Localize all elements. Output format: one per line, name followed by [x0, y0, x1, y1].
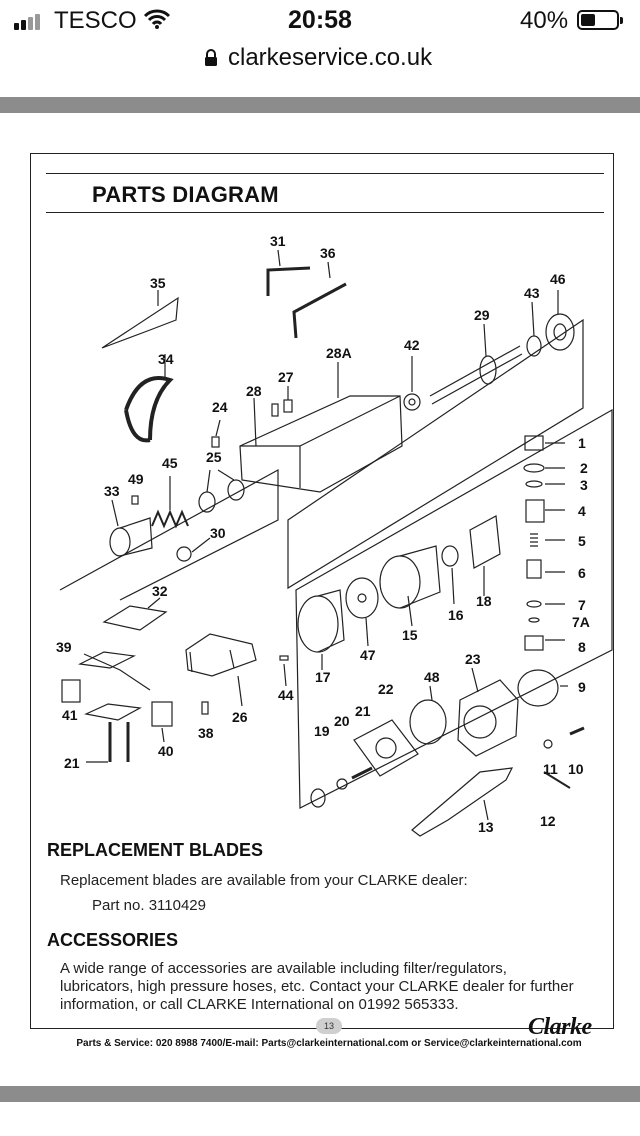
heading-rule-top — [46, 173, 604, 174]
part-label-34: 34 — [158, 351, 174, 367]
part-label-21: 21 — [355, 703, 371, 719]
part-label-16: 16 — [448, 607, 464, 623]
lock-icon — [205, 49, 217, 66]
url-text[interactable]: clarkeservice.co.uk — [228, 44, 433, 71]
part-label-26: 26 — [232, 709, 248, 725]
heading-rule-bottom — [46, 212, 604, 213]
part-label-6: 6 — [578, 565, 586, 581]
part-label-31: 31 — [270, 233, 286, 249]
part-label-29: 29 — [474, 307, 490, 323]
accessories-heading: ACCESSORIES — [47, 930, 179, 950]
part-label-10: 10 — [568, 761, 584, 777]
part-label-15: 15 — [402, 627, 418, 643]
part-label-24: 24 — [212, 399, 228, 415]
part-label-7A: 7A — [572, 614, 590, 630]
address-bar[interactable]: clarkeservice.co.uk — [0, 40, 640, 78]
page-heading: PARTS DIAGRAM — [92, 182, 279, 207]
status-bar: TESCO 20:58 40% — [0, 0, 640, 40]
part-label-38: 38 — [198, 725, 214, 741]
part-label-30: 30 — [210, 525, 226, 541]
carrier-name: TESCO — [54, 7, 137, 34]
wifi-icon — [143, 9, 171, 29]
part-label-22: 22 — [378, 681, 394, 697]
clock: 20:58 — [288, 6, 352, 34]
part-label-43: 43 — [524, 285, 540, 301]
part-label-28A: 28A — [326, 345, 352, 361]
part-label-9: 9 — [578, 679, 586, 695]
part-label-17: 17 — [315, 669, 331, 685]
part-label-41: 41 — [62, 707, 78, 723]
accessories-line-1: A wide range of accessories are availabl… — [60, 960, 507, 977]
part-label-23: 23 — [465, 651, 481, 667]
part-label-32: 32 — [152, 583, 168, 599]
part-label-42: 42 — [404, 337, 420, 353]
part-label-13: 13 — [478, 819, 494, 835]
part-label-27: 27 — [278, 369, 294, 385]
part-label-47: 47 — [360, 647, 376, 663]
part-label-46: 46 — [550, 271, 566, 287]
part-label-18: 18 — [476, 593, 492, 609]
part-label-45: 45 — [162, 455, 178, 471]
page-band-bottom — [0, 1086, 640, 1102]
part-label-7: 7 — [578, 597, 586, 613]
accessories-line-2: lubricators, high pressure hoses, etc. C… — [60, 978, 574, 995]
part-label-8: 8 — [578, 639, 586, 655]
part-label-28: 28 — [246, 383, 262, 399]
signal-icon — [14, 12, 42, 30]
parts-diagram: 12345677A8910111213161718192021212223242… — [56, 233, 613, 837]
part-label-35: 35 — [150, 275, 166, 291]
part-label-12: 12 — [540, 813, 556, 829]
part-label-21: 21 — [64, 755, 80, 771]
page-number-badge: 13 — [316, 1018, 342, 1034]
replacement-blades-text: Replacement blades are available from yo… — [60, 872, 468, 889]
part-label-19: 19 — [314, 723, 330, 739]
page-band-top — [0, 97, 640, 113]
part-label-48: 48 — [424, 669, 440, 685]
part-label-49: 49 — [128, 471, 144, 487]
part-label-4: 4 — [578, 503, 586, 519]
replacement-blades-heading: REPLACEMENT BLADES — [47, 840, 264, 860]
part-label-44: 44 — [278, 687, 294, 703]
part-label-3: 3 — [580, 477, 588, 493]
part-label-20: 20 — [334, 713, 350, 729]
service-footer: Parts & Service: 020 8988 7400/E-mail: P… — [76, 1038, 582, 1049]
part-number: Part no. 3110429 — [92, 897, 206, 914]
part-label-33: 33 — [104, 483, 120, 499]
part-label-40: 40 — [158, 743, 174, 759]
clarke-logo: Clarke — [528, 1014, 592, 1040]
part-label-2: 2 — [580, 460, 588, 476]
accessories-line-3: information, or call CLARKE Internationa… — [60, 996, 459, 1013]
part-label-25: 25 — [206, 449, 222, 465]
battery-icon — [577, 10, 623, 30]
part-label-11: 11 — [543, 761, 558, 777]
part-label-36: 36 — [320, 245, 336, 261]
part-label-1: 1 — [578, 435, 586, 451]
battery-percent: 40% — [520, 7, 569, 34]
part-label-39: 39 — [56, 639, 72, 655]
part-label-5: 5 — [578, 533, 586, 549]
